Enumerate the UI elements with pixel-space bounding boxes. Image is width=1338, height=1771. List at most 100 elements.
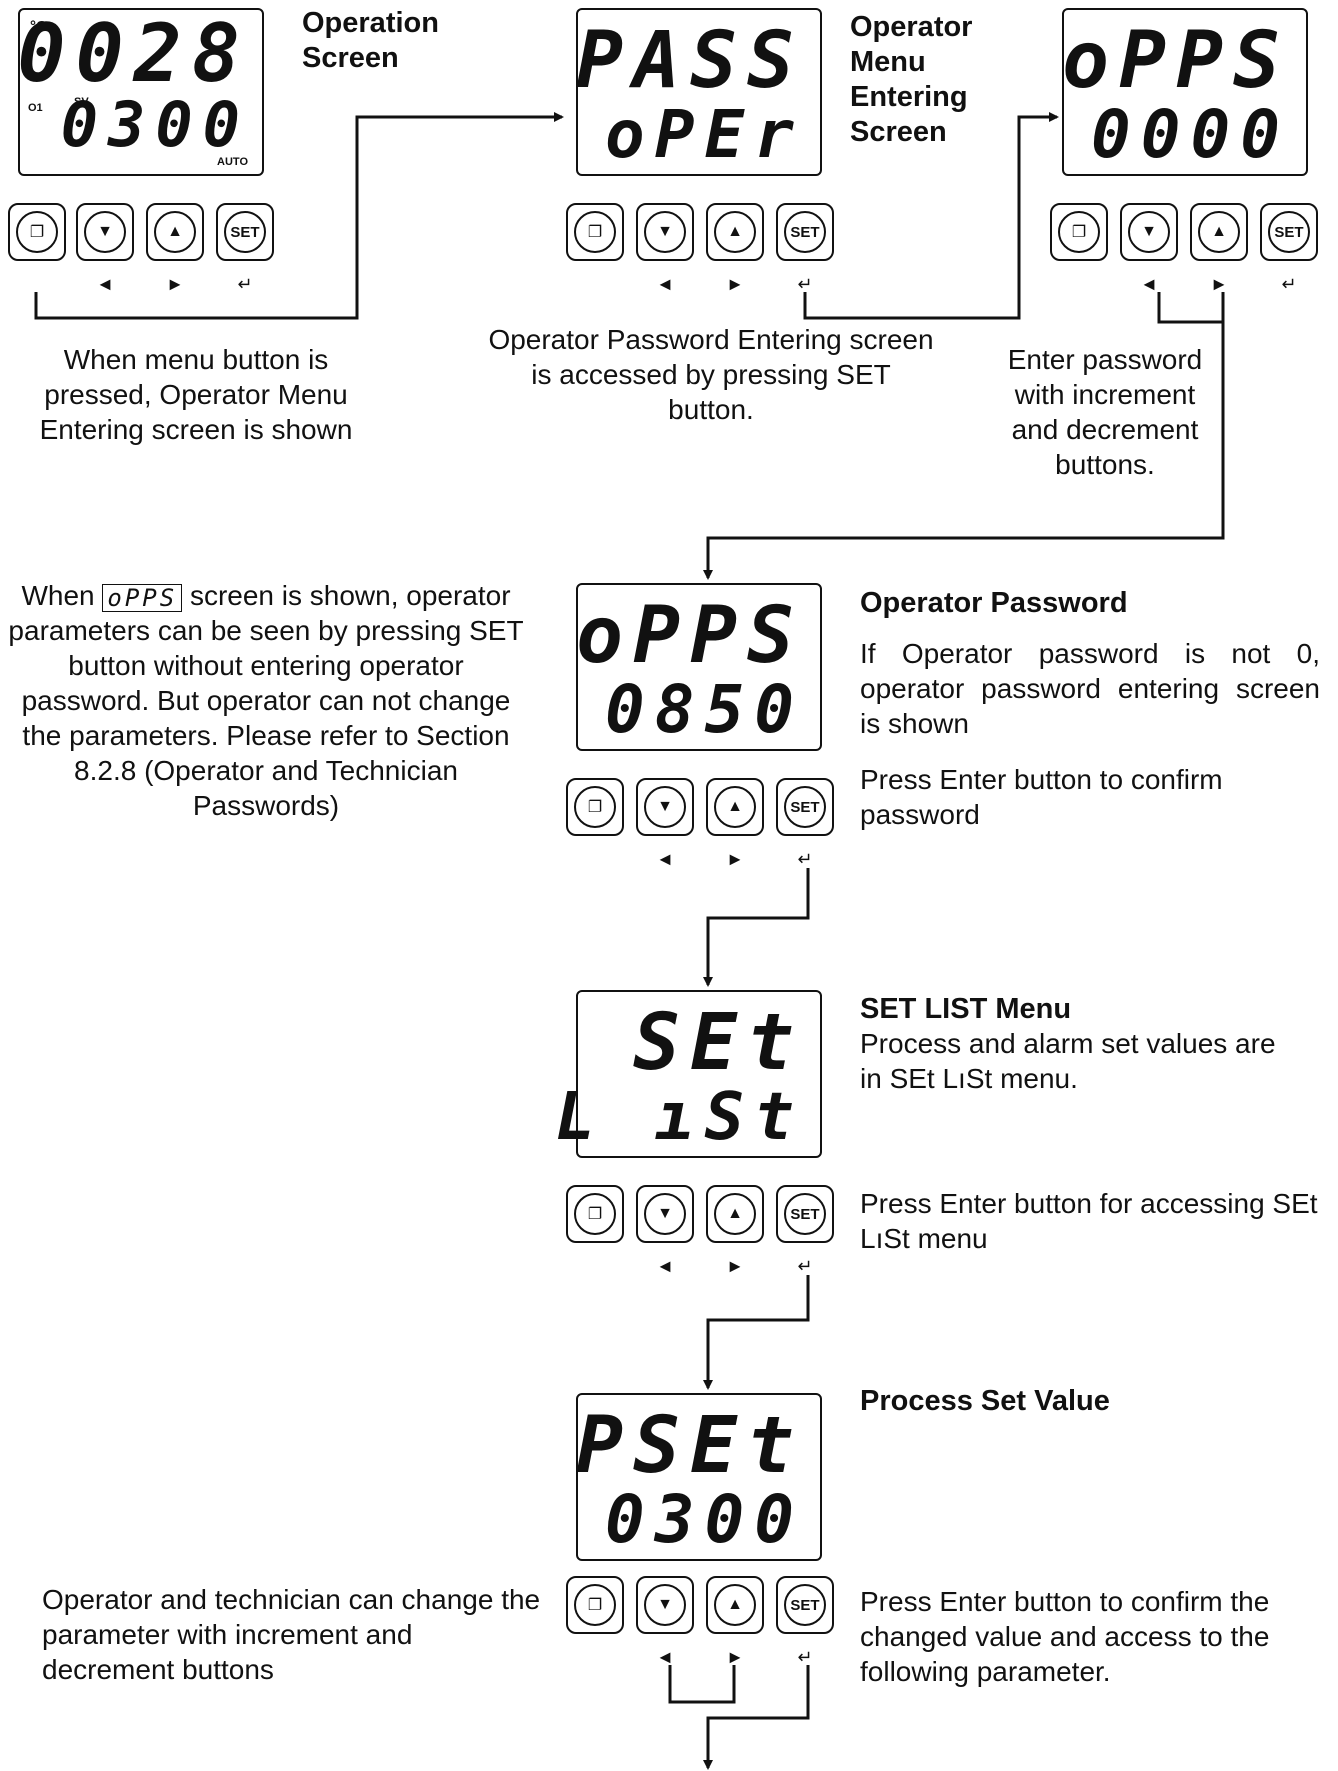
up-button[interactable]: ▲► bbox=[146, 203, 204, 293]
operation-title: Operation Screen bbox=[302, 7, 439, 74]
pset-change: Operator and technician can change the p… bbox=[42, 1584, 541, 1685]
set-label: SET bbox=[1268, 211, 1310, 253]
set-button[interactable]: SET↵ bbox=[776, 1576, 834, 1666]
set-button[interactable]: SET ↵ bbox=[776, 203, 834, 293]
enter-arrow-icon: ↵ bbox=[797, 1647, 813, 1667]
menu-icon: ❐ bbox=[574, 1193, 616, 1235]
enter-arrow-icon: ↵ bbox=[797, 1256, 813, 1276]
set-label: SET bbox=[784, 1193, 826, 1235]
up-icon: ▲ bbox=[714, 211, 756, 253]
left-arrow-icon: ◄ bbox=[656, 1647, 674, 1667]
setlist-enter: Press Enter button for accessing SEt LıS… bbox=[860, 1188, 1318, 1254]
up-icon: ▲ bbox=[1198, 211, 1240, 253]
menu-button[interactable]: ❐ bbox=[566, 203, 624, 261]
setlist-text: Process and alarm set values are in SEt … bbox=[860, 1028, 1276, 1094]
set-label: SET bbox=[224, 211, 266, 253]
connector-setlist bbox=[703, 1275, 810, 1390]
down-button[interactable]: ▼◄ bbox=[636, 778, 694, 868]
connector-set bbox=[803, 112, 1059, 320]
up-icon: ▲ bbox=[714, 786, 756, 828]
lcd-pset: PSEt 0300 bbox=[576, 1393, 822, 1561]
set-button[interactable]: SET↵ bbox=[216, 203, 274, 293]
set-button[interactable]: SET ↵ bbox=[776, 1185, 834, 1275]
down-icon: ▼ bbox=[84, 211, 126, 253]
op-pw-title: Operator Password bbox=[860, 587, 1128, 619]
right-arrow-icon: ► bbox=[726, 849, 744, 869]
connector-menu bbox=[34, 112, 564, 320]
display-top: SEt bbox=[633, 998, 804, 1088]
menu-button[interactable]: ❐ bbox=[1050, 203, 1108, 261]
left-arrow-icon: ◄ bbox=[656, 849, 674, 869]
caption-set: Operator Password Entering screen is acc… bbox=[488, 324, 934, 425]
left-note-lcd: oPPS bbox=[102, 583, 183, 612]
operator-menu-title: Operator Menu Entering Screen bbox=[850, 11, 973, 148]
up-button[interactable]: ▲► bbox=[706, 203, 764, 293]
op-pw-text: If Operator password is not 0, operator … bbox=[860, 638, 1320, 739]
pset-title: Process Set Value bbox=[860, 1385, 1110, 1417]
setlist-title: SET LIST Menu bbox=[860, 993, 1072, 1025]
enter-arrow-icon: ↵ bbox=[797, 849, 813, 869]
down-button[interactable]: ▼◄ bbox=[1120, 203, 1178, 293]
right-arrow-icon: ► bbox=[1210, 274, 1228, 294]
up-button[interactable]: ▲► bbox=[1190, 203, 1248, 293]
left-arrow-icon: ◄ bbox=[96, 274, 114, 294]
auto-indicator: AUTO bbox=[217, 156, 248, 168]
display-top: oPPS bbox=[1062, 16, 1290, 106]
down-icon: ▼ bbox=[644, 786, 686, 828]
sv-indicator: SV bbox=[74, 96, 89, 108]
up-icon: ▲ bbox=[714, 1193, 756, 1235]
left-note: When oPPS screen is shown, operator para… bbox=[6, 578, 526, 823]
menu-icon: ❐ bbox=[16, 211, 58, 253]
bracket-arrows-opps bbox=[1157, 292, 1223, 324]
menu-button[interactable]: ❐ bbox=[566, 1185, 624, 1243]
display-bottom: 0850 bbox=[605, 671, 804, 748]
display-top: oPPS bbox=[576, 591, 804, 681]
menu-icon: ❐ bbox=[574, 211, 616, 253]
down-icon: ▼ bbox=[644, 1193, 686, 1235]
unit-indicator: °C bbox=[30, 18, 47, 35]
down-icon: ▼ bbox=[644, 1584, 686, 1626]
display-bottom: 0300 bbox=[605, 1481, 804, 1558]
menu-button[interactable]: ❐ bbox=[566, 1576, 624, 1634]
left-note-suffix: screen is shown, operator parameters can… bbox=[8, 580, 524, 821]
menu-icon: ❐ bbox=[574, 786, 616, 828]
enter-arrow-icon: ↵ bbox=[797, 274, 813, 294]
set-button[interactable]: SET ↵ bbox=[1260, 203, 1318, 293]
lcd-setlist: SEt L ıSt bbox=[555, 990, 822, 1158]
menu-button[interactable]: ❐ bbox=[566, 778, 624, 836]
connector-enter-password bbox=[703, 292, 1225, 580]
set-label: SET bbox=[784, 211, 826, 253]
down-button[interactable]: ▼◄ bbox=[636, 1576, 694, 1666]
menu-icon: ❐ bbox=[1058, 211, 1100, 253]
bracket-arrows-pset bbox=[668, 1665, 736, 1704]
display-bottom: L ıSt bbox=[555, 1078, 804, 1155]
caption-menu: When menu button is pressed, Operator Me… bbox=[39, 344, 353, 445]
up-icon: ▲ bbox=[714, 1584, 756, 1626]
left-note-prefix: When bbox=[21, 580, 95, 611]
up-button[interactable]: ▲► bbox=[706, 1576, 764, 1666]
down-icon: ▼ bbox=[644, 211, 686, 253]
up-button[interactable]: ▲► bbox=[706, 1185, 764, 1275]
enter-arrow-icon: ↵ bbox=[1281, 274, 1297, 294]
connector-next bbox=[703, 1665, 810, 1770]
display-top: PSEt bbox=[576, 1401, 804, 1491]
left-arrow-icon: ◄ bbox=[1140, 274, 1158, 294]
down-icon: ▼ bbox=[1128, 211, 1170, 253]
left-arrow-icon: ◄ bbox=[656, 274, 674, 294]
lcd-opps-entry: oPPS 0850 bbox=[576, 583, 822, 751]
display-top: PASS bbox=[576, 16, 804, 106]
caption-enter-password: Enter password with increment and decrem… bbox=[1007, 344, 1203, 480]
o1-indicator: O1 bbox=[28, 102, 43, 114]
display-top: 0028 bbox=[17, 7, 250, 100]
down-button[interactable]: ▼◄ bbox=[636, 203, 694, 293]
menu-icon: ❐ bbox=[574, 1584, 616, 1626]
menu-button[interactable]: ❐ bbox=[8, 203, 66, 261]
up-button[interactable]: ▲► bbox=[706, 778, 764, 868]
set-button[interactable]: SET↵ bbox=[776, 778, 834, 868]
lcd-pass: PASS oPEr bbox=[576, 8, 822, 176]
down-button[interactable]: ▼◄ bbox=[636, 1185, 694, 1275]
lcd-opps: oPPS 0000 bbox=[1062, 8, 1308, 176]
down-button[interactable]: ▼◄ bbox=[76, 203, 134, 293]
right-arrow-icon: ► bbox=[726, 1256, 744, 1276]
